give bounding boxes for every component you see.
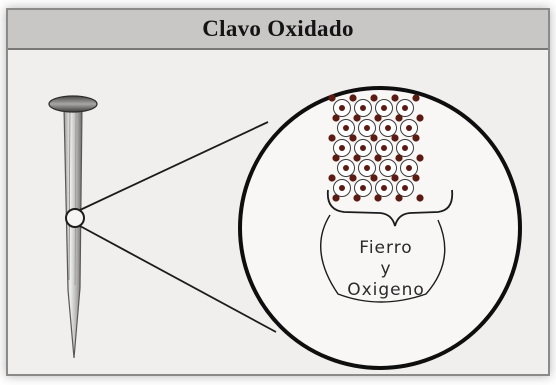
iron-atom xyxy=(349,134,356,141)
iron-atom xyxy=(360,185,366,191)
iron-atom xyxy=(391,174,398,181)
diagram-title: Clavo Oxidado xyxy=(202,16,354,42)
iron-atom xyxy=(402,185,408,191)
iron-atom xyxy=(374,194,381,201)
iron-atom xyxy=(353,154,360,161)
iron-atom xyxy=(332,154,339,161)
label-oxygen: Oxigeno xyxy=(326,280,446,300)
iron-atom xyxy=(328,174,335,181)
iron-atom xyxy=(349,174,356,181)
iron-atom xyxy=(416,194,423,201)
iron-atom xyxy=(328,94,335,101)
iron-atom xyxy=(412,94,419,101)
iron-atom xyxy=(385,165,391,171)
iron-atom xyxy=(412,134,419,141)
iron-atom xyxy=(349,94,356,101)
iron-atom xyxy=(374,154,381,161)
title-bar: Clavo Oxidado xyxy=(8,10,548,50)
iron-atom xyxy=(364,125,370,131)
iron-atom xyxy=(385,125,391,131)
iron-atom xyxy=(391,134,398,141)
iron-atom xyxy=(381,105,387,111)
iron-atom xyxy=(343,165,349,171)
iron-atom xyxy=(395,194,402,201)
label-iron: Fierro xyxy=(326,238,446,258)
iron-atom xyxy=(370,94,377,101)
iron-atom xyxy=(395,154,402,161)
label-and: y xyxy=(326,259,446,279)
iron-atom xyxy=(406,125,412,131)
iron-atom xyxy=(416,154,423,161)
molecule-lattice xyxy=(328,94,423,201)
rusty-nail-diagram xyxy=(8,50,548,372)
iron-atom xyxy=(339,185,345,191)
iron-atom xyxy=(374,114,381,121)
iron-atom xyxy=(406,165,412,171)
iron-atom xyxy=(332,114,339,121)
iron-atom xyxy=(370,134,377,141)
iron-atom xyxy=(416,114,423,121)
iron-atom xyxy=(381,185,387,191)
iron-atom xyxy=(360,105,366,111)
iron-atom xyxy=(339,145,345,151)
iron-atom xyxy=(353,194,360,201)
iron-atom xyxy=(364,165,370,171)
iron-atom xyxy=(343,125,349,131)
iron-atom xyxy=(339,105,345,111)
iron-atom xyxy=(328,134,335,141)
iron-atom xyxy=(381,145,387,151)
iron-atom xyxy=(395,114,402,121)
iron-atom xyxy=(353,114,360,121)
iron-atom xyxy=(402,145,408,151)
iron-atom xyxy=(412,174,419,181)
zoom-line-top xyxy=(80,122,268,210)
iron-atom xyxy=(391,94,398,101)
iron-atom xyxy=(360,145,366,151)
diagram-card: Clavo Oxidado xyxy=(6,8,550,376)
iron-atom xyxy=(370,174,377,181)
magnify-spot xyxy=(66,209,84,227)
iron-atom xyxy=(332,194,339,201)
iron-atom xyxy=(402,105,408,111)
